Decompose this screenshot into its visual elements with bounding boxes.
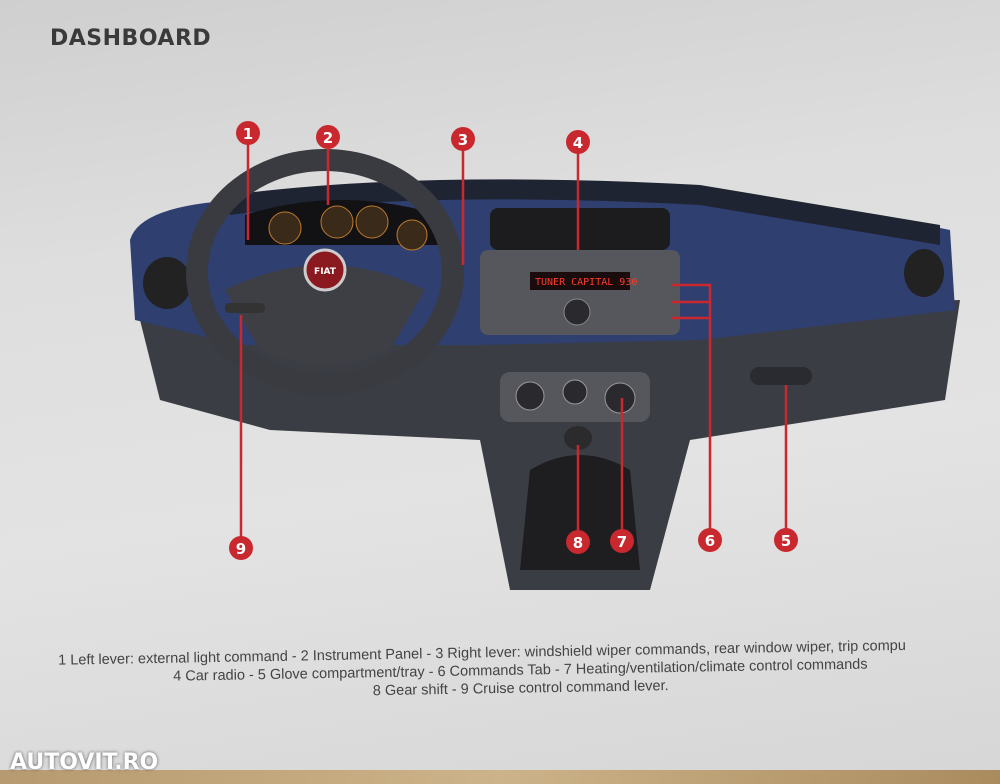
steering-wheel (186, 149, 464, 395)
callout-4: 4 (566, 130, 590, 154)
page-title: DASHBOARD (50, 26, 212, 51)
radio-knob (563, 298, 591, 326)
cruise-lever (225, 303, 265, 313)
gear-knob (564, 426, 592, 450)
callout-6: 6 (698, 528, 722, 552)
callout-8: 8 (566, 530, 590, 554)
fiat-logo-text: FIAT (314, 267, 337, 277)
center-air-vent (490, 208, 670, 250)
svg-text:3: 3 (458, 131, 468, 149)
svg-text:1: 1 (243, 125, 253, 143)
glove-box-handle (750, 367, 812, 385)
svg-text:6: 6 (705, 532, 715, 550)
callout-markers: 1 2 3 4 5 6 7 8 9 (229, 121, 798, 560)
radio-display-text: TUNER CAPITAL 930 (535, 277, 637, 288)
watermark: AUTOVIT.RO (10, 750, 159, 775)
svg-text:9: 9 (236, 540, 246, 558)
callout-3: 3 (451, 127, 475, 151)
svg-text:2: 2 (323, 129, 333, 147)
gear-boot (520, 455, 640, 570)
callout-9: 9 (229, 536, 253, 560)
left-air-vent (143, 257, 191, 309)
callout-1: 1 (236, 121, 260, 145)
callout-2: 2 (316, 125, 340, 149)
car-radio (480, 250, 680, 335)
right-air-vent (904, 249, 944, 297)
svg-text:8: 8 (573, 534, 583, 552)
callout-5: 5 (774, 528, 798, 552)
radio-display (530, 272, 630, 290)
svg-text:4: 4 (573, 134, 583, 152)
callout-7: 7 (610, 529, 634, 553)
svg-text:5: 5 (781, 532, 791, 550)
fiat-logo (303, 248, 347, 292)
table-surface (0, 770, 1000, 784)
svg-text:7: 7 (617, 533, 627, 551)
